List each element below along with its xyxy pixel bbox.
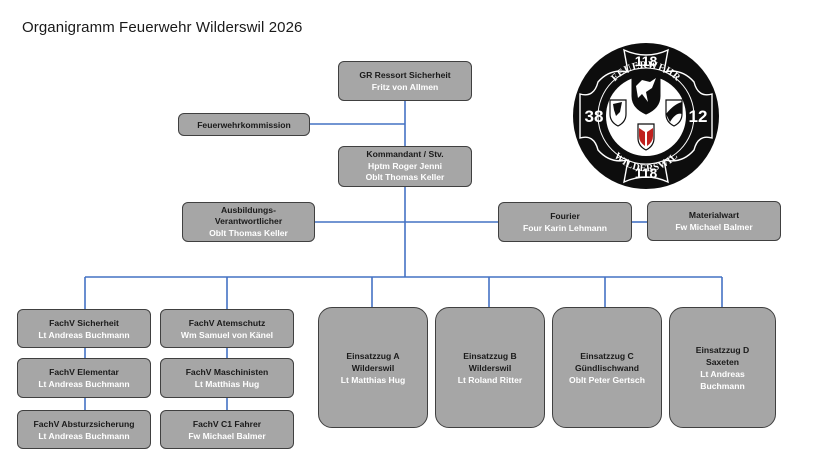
- node-kommandant: Kommandant / Stv. Hptm Roger Jenni Oblt …: [338, 146, 472, 187]
- node-fachv-c1-fahrer: FachV C1 Fahrer Fw Michael Balmer: [160, 410, 294, 449]
- node-fachv-elementar: FachV Elementar Lt Andreas Buchmann: [17, 358, 151, 398]
- node-person: Oblt Peter Gertsch: [569, 374, 645, 385]
- node-role: Feuerwehrkommission: [197, 119, 291, 130]
- red-shield-figure-icon: [639, 128, 653, 146]
- node-place: Wilderswil: [468, 362, 512, 373]
- node-person: Oblt Thomas Keller: [365, 172, 445, 183]
- node-feuerwehrkommission: Feuerwehrkommission: [178, 113, 310, 136]
- node-person: Lt Andreas Buchmann: [38, 329, 130, 340]
- node-role: Verantwortlicher: [214, 216, 283, 227]
- node-fachv-maschinisten: FachV Maschinisten Lt Matthias Hug: [160, 358, 294, 398]
- node-person: Fw Michael Balmer: [675, 222, 753, 232]
- node-fachv-atemschutz: FachV Atemschutz Wm Samuel von Känel: [160, 309, 294, 348]
- logo-right-number: 12: [689, 107, 708, 126]
- node-materialwart: Materialwart Fw Michael Balmer: [647, 201, 781, 241]
- maltese-cross-outline-icon: [579, 48, 713, 184]
- node-role: Ausbildungs-: [221, 204, 276, 215]
- node-person: Fritz von Allmen: [371, 82, 439, 92]
- node-person: Four Karin Lehmann: [522, 223, 608, 233]
- page-title: Organigramm Feuerwehr Wilderswil 2026: [22, 19, 303, 36]
- node-gr-ressort: GR Ressort Sicherheit Fritz von Allmen: [338, 61, 472, 101]
- ibex-figure-icon: [636, 78, 656, 102]
- logo-bottom-number: 118: [635, 165, 658, 181]
- right-shield-figure-icon: [666, 102, 682, 122]
- node-person: Lt Matthias Hug: [340, 374, 406, 385]
- node-person: Wm Samuel von Känel: [180, 329, 274, 340]
- logo-left-number: 38: [585, 107, 604, 126]
- node-role: Einsatzzug B: [463, 350, 517, 361]
- node-place: Gündlischwand: [575, 362, 639, 373]
- fire-department-logo: 118 118 38 12 FEUERWEHR WILDERSWIL: [573, 43, 719, 189]
- left-shield-figure-icon: [613, 102, 622, 116]
- node-einsatzzug-b: Einsatzzug B Wilderswil Lt Roland Ritter: [435, 307, 545, 428]
- node-role: FachV Elementar: [49, 367, 119, 377]
- node-einsatzzug-d: Einsatzzug D Saxeten Lt Andreas Buchmann: [669, 307, 776, 428]
- node-einsatzzug-c: Einsatzzug C Gündlischwand Oblt Peter Ge…: [552, 307, 662, 428]
- node-place: Saxeten: [706, 356, 739, 367]
- node-role: Kommandant / Stv.: [366, 149, 444, 160]
- logo-inner-circle: [606, 76, 686, 156]
- node-role: Fourier: [550, 211, 580, 221]
- node-role: FachV Maschinisten: [185, 367, 269, 377]
- node-place: Wilderswil: [351, 362, 395, 373]
- node-person: Buchmann: [700, 380, 745, 391]
- node-role: FachV Atemschutz: [188, 317, 266, 328]
- node-role: GR Ressort Sicherheit: [359, 70, 451, 80]
- logo-top-number: 118: [635, 53, 658, 69]
- node-role: Einsatzzug C: [580, 350, 634, 361]
- node-einsatzzug-a: Einsatzzug A Wilderswil Lt Matthias Hug: [318, 307, 428, 428]
- node-role: Materialwart: [688, 210, 740, 220]
- node-role: FachV C1 Fahrer: [192, 418, 262, 429]
- logo-ring: [597, 67, 695, 165]
- node-fachv-sicherheit: FachV Sicherheit Lt Andreas Buchmann: [17, 309, 151, 348]
- node-role: Einsatzzug A: [346, 350, 400, 361]
- node-person: Lt Roland Ritter: [457, 374, 523, 385]
- node-person: Lt Andreas: [700, 368, 745, 379]
- node-role: Einsatzzug D: [695, 344, 750, 355]
- node-person: Hptm Roger Jenni: [367, 160, 442, 171]
- node-fourier: Fourier Four Karin Lehmann: [498, 202, 632, 242]
- node-person: Lt Andreas Buchmann: [38, 379, 130, 389]
- node-person: Fw Michael Balmer: [188, 430, 266, 441]
- node-role: FachV Absturzsicherung: [33, 418, 135, 429]
- node-person: Lt Matthias Hug: [194, 379, 260, 389]
- node-fachv-absturzsicherung: FachV Absturzsicherung Lt Andreas Buchma…: [17, 410, 151, 449]
- node-role: FachV Sicherheit: [49, 317, 119, 328]
- node-person: Lt Andreas Buchmann: [38, 430, 130, 441]
- node-person: Oblt Thomas Keller: [209, 227, 288, 238]
- node-ausbildung: Ausbildungs- Verantwortlicher Oblt Thoma…: [182, 202, 315, 242]
